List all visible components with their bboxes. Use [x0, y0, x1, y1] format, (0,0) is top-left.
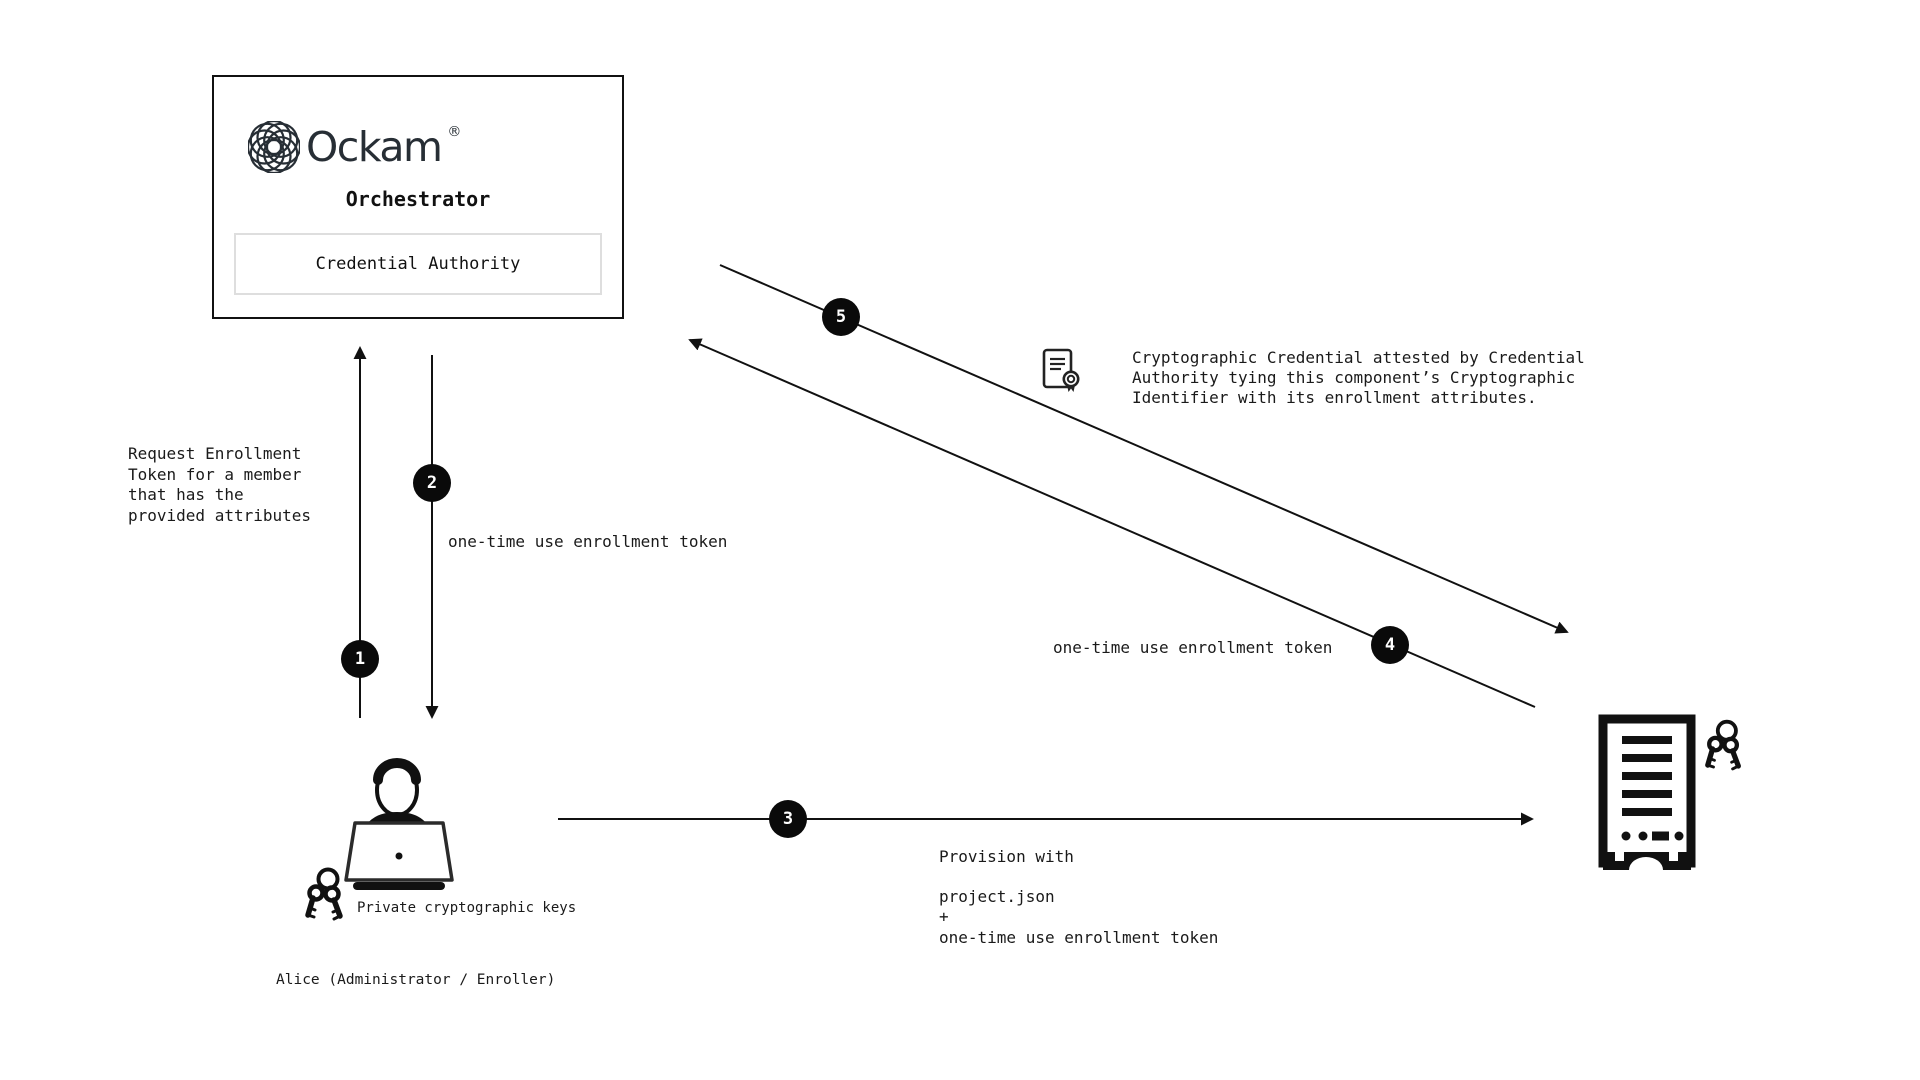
provision-line: one-time use enrollment token	[939, 927, 1219, 947]
credential-authority-box: Credential Authority	[234, 233, 602, 295]
alice-keys-label: Private cryptographic keys	[357, 900, 577, 916]
note-line: provided attributes	[128, 505, 312, 525]
provision-note: Provision with project.json + one-time u…	[939, 847, 1218, 948]
request-token-note: Request Enrollment Token for a member th…	[128, 444, 311, 526]
step-number: 4	[1384, 635, 1396, 655]
step-number: 5	[835, 307, 847, 327]
step-badge-2: 2	[413, 464, 451, 502]
person-at-laptop-icon	[344, 758, 454, 890]
key-ring-icon	[305, 867, 343, 921]
token-label-diagonal: one-time use enrollment token	[1053, 638, 1333, 657]
provision-line: +	[939, 907, 949, 926]
step-badge-1: 1	[341, 640, 379, 678]
certificate-seal-icon	[1042, 348, 1080, 392]
arrow-return-credential	[719, 264, 1569, 634]
registered-mark: ®	[447, 124, 462, 140]
alice-caption: Alice (Administrator / Enroller)	[276, 972, 556, 988]
ockam-flower-icon	[248, 121, 300, 173]
key-ring-icon	[1705, 719, 1741, 771]
credential-note-line: Authority tying this component’s Cryptog…	[1132, 368, 1576, 387]
step-badge-4: 4	[1371, 626, 1409, 664]
orchestrator-title: Orchestrator	[345, 187, 491, 211]
note-line: that has the	[128, 485, 244, 504]
note-line: Request Enrollment	[128, 444, 302, 463]
note-line: Token for a member	[128, 464, 302, 484]
ockam-logo: Ockam ®	[248, 120, 461, 174]
credential-authority-label: Credential Authority	[315, 254, 521, 274]
credential-note-line: Cryptographic Credential attested by Cre…	[1132, 348, 1585, 367]
token-label-vertical: one-time use enrollment token	[448, 532, 728, 551]
step-number: 2	[426, 473, 438, 493]
step-badge-3: 3	[769, 800, 807, 838]
step-badge-5: 5	[822, 298, 860, 336]
step-number: 3	[782, 809, 794, 829]
credential-note-line: Identifier with its enrollment attribute…	[1132, 388, 1537, 407]
orchestrator-box: Ockam ® Orchestrator Credential Authorit…	[212, 75, 624, 319]
step-number: 1	[354, 649, 366, 669]
server-tower-icon	[1598, 714, 1696, 870]
ockam-wordmark: Ockam	[306, 123, 443, 171]
provision-line: Provision with	[939, 847, 1074, 866]
credential-note: Cryptographic Credential attested by Cre…	[1132, 348, 1585, 408]
provision-line: project.json	[939, 886, 1055, 906]
